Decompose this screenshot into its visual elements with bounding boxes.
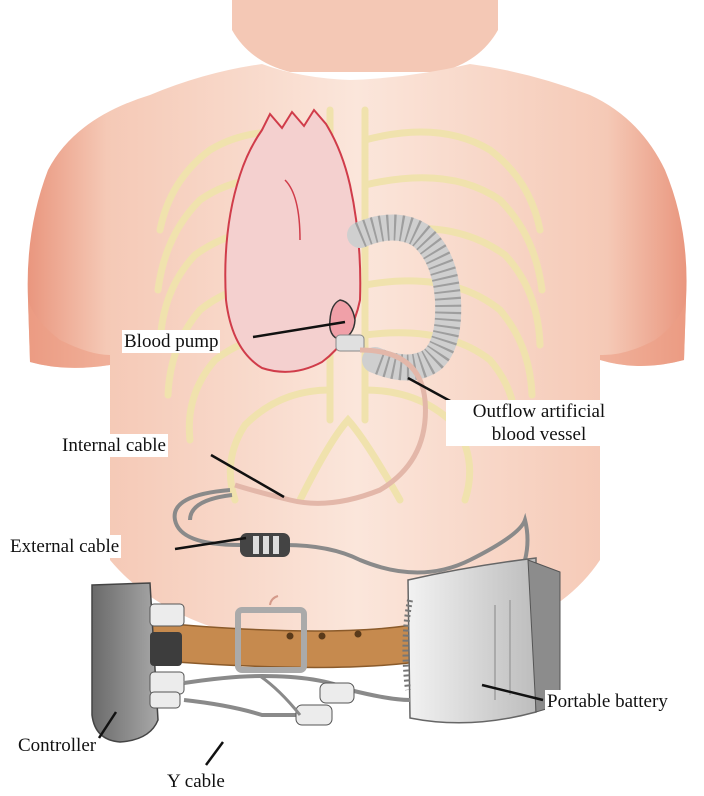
y-cable — [184, 676, 410, 725]
torso — [28, 0, 687, 640]
label-external-cable: External cable — [8, 535, 121, 558]
controller-device — [92, 583, 184, 742]
label-outflow-vessel: Outflow artificial blood vessel — [446, 400, 632, 446]
label-outflow-line2: blood vessel — [448, 423, 630, 446]
label-controller: Controller — [16, 734, 98, 757]
label-outflow-line1: Outflow artificial — [448, 400, 630, 423]
label-blood-pump: Blood pump — [122, 330, 220, 353]
label-portable-battery: Portable battery — [545, 690, 670, 713]
label-internal-cable: Internal cable — [60, 434, 168, 457]
external-cable-connector — [240, 533, 290, 557]
label-y-cable: Y cable — [165, 770, 227, 793]
